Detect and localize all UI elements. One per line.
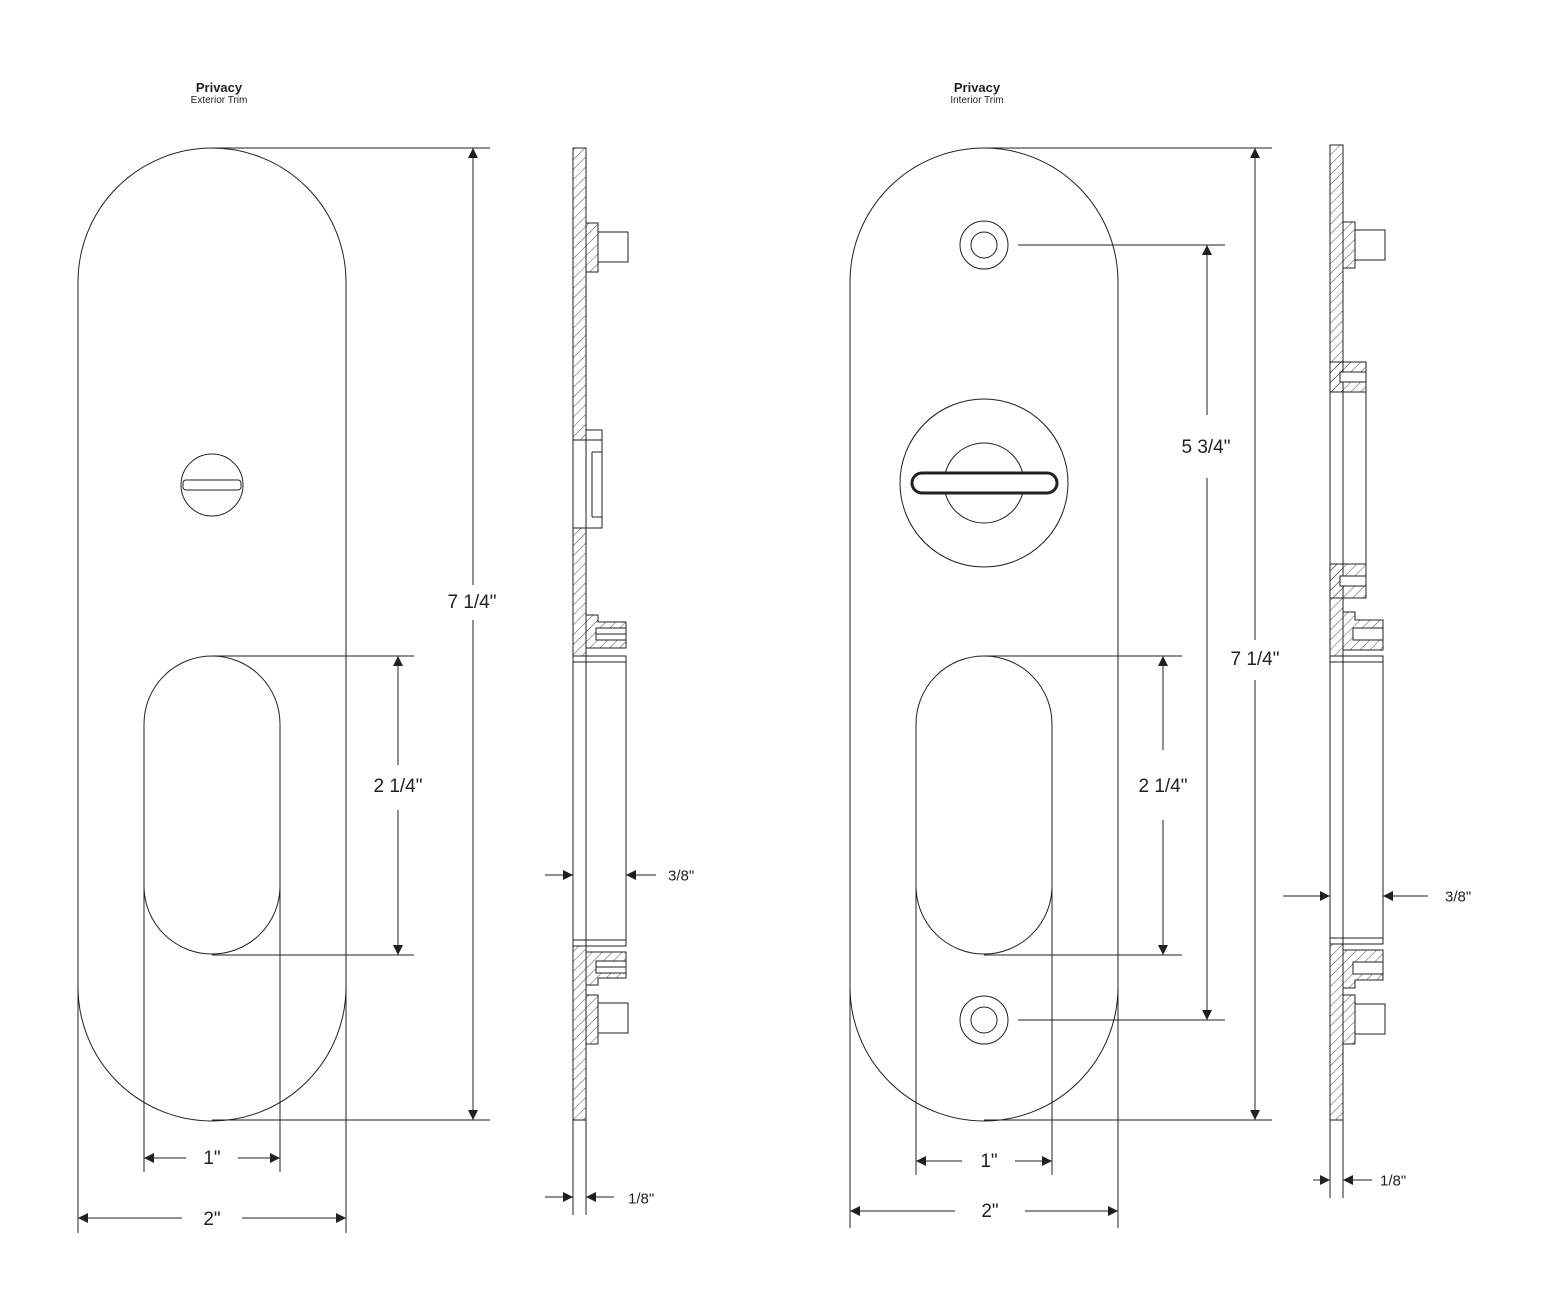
interior-height-label: 7 1/4" bbox=[1230, 649, 1280, 670]
bottom-screw-icon bbox=[959, 995, 1009, 1045]
interior-slot-height-label: 2 1/4" bbox=[1138, 776, 1188, 797]
top-screw-icon bbox=[959, 220, 1009, 270]
exterior-slot-height-label: 2 1/4" bbox=[373, 776, 423, 797]
exterior-trim-front-view bbox=[77, 147, 490, 1233]
exterior-thickness-label: 1/8" bbox=[628, 1190, 655, 1208]
interior-subtitle: Interior Trim bbox=[950, 95, 1004, 106]
exterior-trim-side-view bbox=[545, 147, 656, 1215]
interior-screw-spacing-label: 5 3/4" bbox=[1181, 437, 1231, 458]
interior-trim-side-view bbox=[1283, 144, 1428, 1198]
interior-plate-outline bbox=[849, 147, 1119, 1122]
exterior-finger-slot bbox=[143, 655, 281, 955]
emergency-release-icon bbox=[180, 453, 244, 517]
interior-width-label: 2" bbox=[981, 1201, 999, 1222]
exterior-title-block: Privacy Exterior Trim bbox=[119, 80, 319, 107]
exterior-slot-width-label: 1" bbox=[203, 1148, 221, 1169]
exterior-projection-label: 3/8" bbox=[668, 867, 695, 885]
interior-thickness-label: 1/8" bbox=[1380, 1172, 1407, 1190]
exterior-subtitle: Exterior Trim bbox=[190, 95, 248, 106]
interior-title: Privacy bbox=[953, 80, 1001, 95]
interior-slot-width-label: 1" bbox=[980, 1151, 998, 1172]
exterior-title: Privacy bbox=[195, 80, 243, 95]
interior-title-block: Privacy Interior Trim bbox=[877, 80, 1077, 107]
exterior-plate-outline bbox=[77, 147, 347, 1122]
exterior-height-label: 7 1/4" bbox=[447, 592, 497, 613]
interior-finger-slot bbox=[915, 655, 1053, 955]
exterior-width-label: 2" bbox=[203, 1209, 221, 1230]
thumb-turn-icon bbox=[899, 398, 1069, 568]
interior-projection-label: 3/8" bbox=[1445, 888, 1472, 906]
interior-trim-front-view bbox=[849, 147, 1272, 1228]
